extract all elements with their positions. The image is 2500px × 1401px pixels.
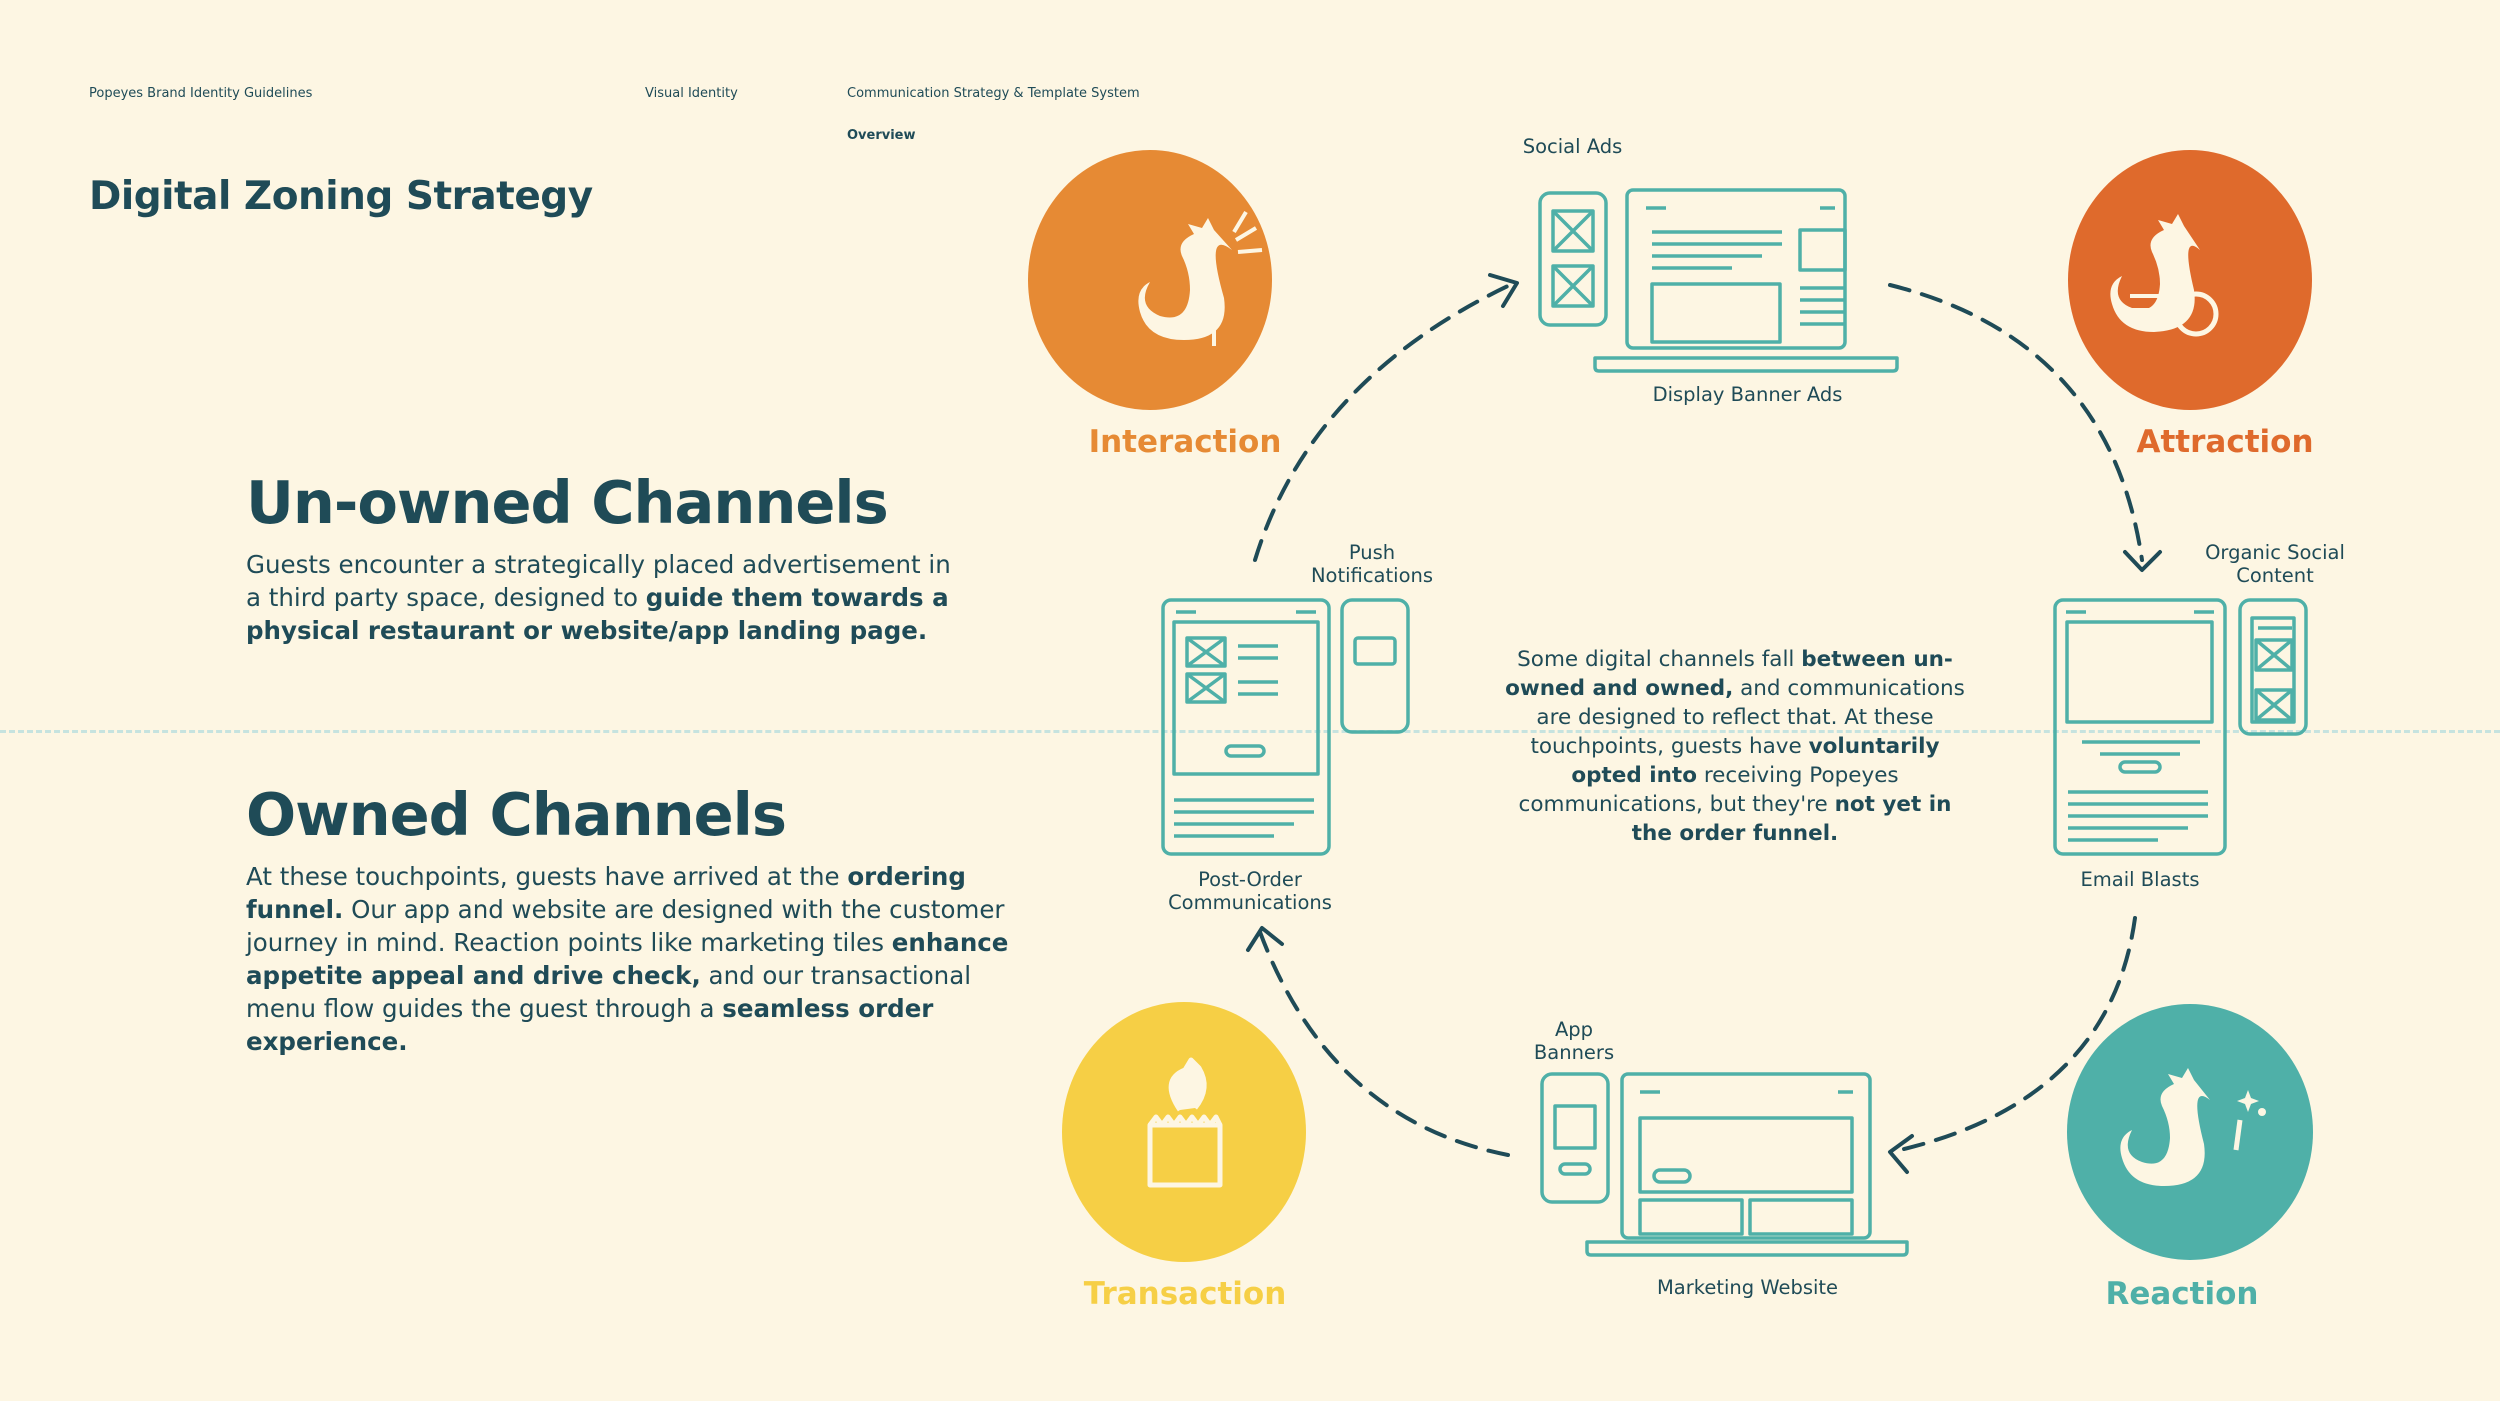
marketing-website-laptop: [1587, 1074, 1907, 1255]
transaction-circle: [1062, 1002, 1306, 1262]
email-blast-tablet: [2055, 600, 2225, 854]
social-ads-phone: [1540, 193, 1606, 325]
stage-interaction-label: Interaction: [1030, 424, 1340, 460]
arrowhead-1: [1490, 275, 1517, 306]
stage-attraction-label: Attraction: [2070, 424, 2380, 460]
display-banner-laptop: [1595, 190, 1897, 371]
arrowhead-3: [1890, 1136, 1912, 1172]
marketing-website-label: Marketing Website: [1600, 1276, 1895, 1299]
interaction-circle: [1028, 150, 1272, 410]
stage-reaction-label: Reaction: [2027, 1276, 2337, 1312]
display-banner-label: Display Banner Ads: [1600, 383, 1895, 406]
post-order-tablet: [1163, 600, 1329, 854]
organic-social-phone: [2240, 600, 2306, 734]
app-banners-label: App Banners: [1520, 1018, 1628, 1064]
organic-social-label: Organic Social Content: [2200, 541, 2350, 587]
email-blasts-label: Email Blasts: [2045, 868, 2235, 891]
push-notifications-label: Push Notifications: [1297, 541, 1447, 587]
stage-transaction-label: Transaction: [1030, 1276, 1340, 1312]
center-description: Some digital channels fall between un-ow…: [1500, 645, 1970, 848]
push-notifications-phone: [1342, 600, 1408, 732]
app-banner-phone: [1542, 1074, 1608, 1202]
social-ads-label: Social Ads: [1490, 135, 1655, 158]
arrow-interaction-to-display: [1255, 285, 1510, 560]
post-order-label: Post-Order Communications: [1155, 868, 1345, 914]
